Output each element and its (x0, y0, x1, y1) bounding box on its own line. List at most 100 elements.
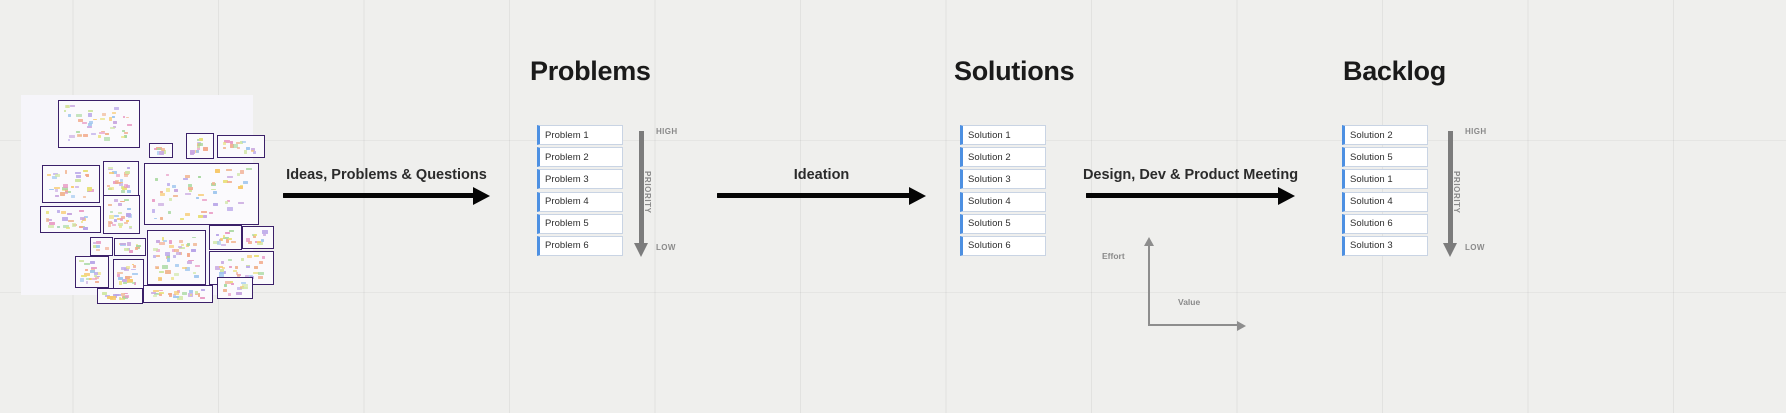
whiteboard-frame (103, 161, 139, 196)
sticky-note (215, 169, 221, 174)
sticky-note (64, 170, 68, 174)
card[interactable]: Problem 1 (537, 125, 623, 145)
sticky-note (57, 225, 60, 228)
whiteboard-frame (114, 238, 146, 256)
sticky-note (257, 241, 261, 244)
flow-arrow-head-icon (473, 186, 490, 205)
sticky-note (113, 121, 118, 124)
card[interactable]: Solution 3 (960, 169, 1046, 190)
sticky-note (113, 199, 119, 203)
sticky-note (165, 188, 171, 192)
card[interactable]: Solution 2 (960, 147, 1046, 168)
sticky-note (67, 113, 72, 117)
card[interactable]: Problem 3 (537, 169, 623, 190)
sticky-note (107, 220, 112, 224)
priority-axis-label: PRIORITY (1452, 171, 1461, 214)
sticky-note (83, 216, 89, 219)
card[interactable]: Solution 1 (1342, 169, 1428, 190)
sticky-note (246, 255, 253, 258)
sticky-note (48, 188, 54, 191)
priority-arrow-head-icon (1443, 243, 1457, 257)
flow-arrow-shaft (283, 193, 476, 198)
sticky-note (253, 255, 260, 258)
sticky-note (67, 213, 73, 216)
sticky-note (200, 289, 205, 292)
sticky-note (116, 217, 122, 220)
sticky-note (122, 129, 125, 132)
sticky-note (203, 147, 208, 152)
whiteboard-frame (40, 206, 101, 233)
card[interactable]: Solution 2 (1342, 125, 1428, 145)
sticky-note (76, 114, 83, 118)
card[interactable]: Problem 5 (537, 213, 623, 234)
card-label: Problem 2 (545, 151, 589, 163)
card[interactable]: Solution 6 (960, 235, 1046, 256)
research-whiteboard-thumbnail[interactable] (21, 95, 274, 304)
sticky-note (240, 258, 244, 262)
sticky-note (199, 296, 205, 300)
sticky-note (238, 201, 244, 204)
sticky-note (166, 258, 171, 262)
sticky-note (253, 265, 259, 270)
effort-value-axes: Effort Value (1102, 237, 1250, 340)
sticky-note (221, 266, 226, 269)
card[interactable]: Solution 1 (960, 125, 1046, 145)
sticky-note (52, 176, 57, 179)
sticky-note (107, 168, 114, 171)
sticky-note (112, 294, 117, 298)
card[interactable]: Solution 5 (1342, 147, 1428, 168)
card[interactable]: Solution 3 (1342, 235, 1428, 256)
sticky-note (89, 260, 96, 265)
sticky-note (125, 266, 130, 269)
card[interactable]: Problem 4 (537, 191, 623, 212)
sticky-note (229, 141, 233, 145)
sticky-note (118, 212, 122, 215)
sticky-note (123, 173, 129, 177)
sticky-note (127, 189, 132, 194)
sticky-note (153, 248, 158, 251)
card-label: Solution 3 (1350, 240, 1393, 252)
sticky-note (123, 134, 127, 138)
sticky-note (59, 192, 65, 196)
sticky-note (90, 269, 95, 273)
sticky-note (84, 272, 90, 277)
card[interactable]: Solution 5 (960, 213, 1046, 234)
sticky-note (167, 182, 170, 186)
sticky-note (91, 266, 97, 269)
card-label: Solution 6 (968, 240, 1011, 252)
sticky-note (83, 133, 88, 137)
sticky-note (222, 235, 226, 238)
sticky-note (212, 202, 218, 206)
sticky-note (111, 171, 117, 174)
sticky-note (213, 190, 218, 194)
sticky-note (95, 248, 101, 252)
sticky-note (109, 116, 112, 121)
card[interactable]: Solution 4 (960, 191, 1046, 212)
value-axis-line (1148, 324, 1240, 327)
card[interactable]: Solution 6 (1342, 213, 1428, 234)
sticky-note (246, 168, 253, 171)
sticky-note (221, 243, 226, 247)
sticky-note (228, 292, 232, 297)
sticky-note (172, 254, 176, 258)
sticky-note (168, 210, 171, 214)
sticky-note (230, 240, 236, 244)
sticky-note (195, 150, 199, 153)
card[interactable]: Problem 2 (537, 147, 623, 168)
sticky-note (79, 210, 84, 213)
whiteboard-frame (58, 100, 140, 148)
sticky-note (221, 260, 225, 264)
sticky-note (121, 216, 126, 220)
sticky-note (243, 181, 249, 184)
sticky-note (152, 295, 157, 297)
sticky-note (46, 218, 49, 222)
card[interactable]: Problem 6 (537, 235, 623, 256)
column-title-problems: Problems (530, 56, 651, 86)
card[interactable]: Solution 4 (1342, 191, 1428, 212)
card-label: Solution 3 (968, 173, 1011, 185)
flow-arrow-shaft (717, 193, 912, 198)
